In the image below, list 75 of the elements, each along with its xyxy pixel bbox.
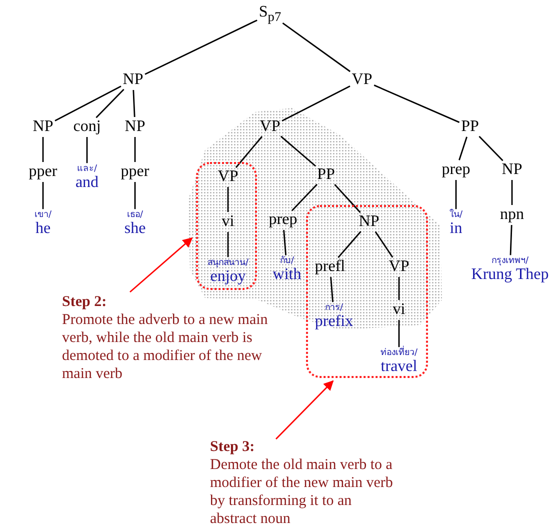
english-gloss: with (272, 266, 302, 283)
tree-branch (282, 85, 350, 122)
tree-branch (458, 136, 468, 160)
tree-branch (132, 90, 136, 118)
tree-branch (330, 276, 334, 302)
tree-branch (227, 187, 229, 212)
tree-branch (54, 86, 122, 122)
thai-word: และ/ (76, 165, 98, 175)
english-gloss: she (124, 220, 146, 237)
category-label: NP (122, 72, 144, 88)
tree-branch (86, 137, 88, 164)
thai-word: กรุงเทพฯ/ (490, 257, 530, 267)
thai-word: สนุกสนาน/ (207, 259, 249, 269)
tree-branch (134, 182, 136, 210)
tree-branch (292, 184, 318, 212)
tree-branch (511, 180, 513, 205)
step-description: Demote the old main verb to a modifier of the new main verb by transforming it to an abstract noun (210, 456, 394, 527)
category-label: conj (73, 119, 101, 135)
category-label: vi (392, 302, 406, 318)
english-gloss: he (34, 220, 52, 237)
tree-branch (227, 232, 229, 258)
category-label: NP (358, 214, 380, 230)
tree-branch (334, 184, 361, 213)
category-label: pper (28, 164, 58, 180)
category-label: VP (218, 169, 238, 185)
category-label: NP (124, 119, 146, 135)
tree-branch (478, 136, 504, 162)
tree-branch (144, 20, 258, 75)
step-heading: Step 3: (210, 438, 256, 456)
category-label: prep (442, 162, 470, 178)
step-heading: Step 2: (62, 293, 108, 311)
tree-branch (398, 320, 400, 348)
category-label: VP (260, 119, 280, 135)
highlight-box (306, 205, 428, 378)
category-label: NP (502, 162, 522, 178)
category-label: vi (222, 214, 234, 230)
tree-branch (374, 84, 460, 123)
tree-branch (510, 224, 512, 256)
category-label: prep (268, 212, 298, 228)
tree-branch (42, 182, 44, 210)
english-gloss: in (449, 220, 463, 237)
thai-word: กับ/ (278, 257, 296, 267)
english-gloss: and (75, 174, 99, 191)
step-description: Promote the adverb to a new main verb, while the old main verb is demoted to a modifier of the new main verb (62, 311, 269, 383)
arrow (130, 237, 193, 293)
thai-word: การ/ (324, 304, 344, 314)
tree-branch (374, 231, 394, 258)
category-label: VP (352, 72, 372, 88)
arrow (276, 380, 334, 440)
tree-branch (134, 137, 136, 162)
category-label: pper (120, 164, 150, 180)
tree-branch (338, 231, 362, 258)
english-gloss: Krung Thep (471, 266, 549, 283)
category-label: npn (500, 207, 524, 223)
category-label: prefl (314, 259, 346, 275)
thai-word: ใน/ (449, 211, 463, 221)
tree-branch (280, 136, 316, 167)
highlight-box (196, 162, 257, 290)
tree-branch (235, 136, 263, 168)
tree-branch (455, 180, 457, 210)
category-label: PP (461, 119, 479, 135)
tree-branch (96, 88, 124, 118)
thai-word: เธอ/ (126, 211, 144, 221)
tree-branch (398, 277, 400, 300)
english-gloss: prefix (314, 314, 354, 330)
english-gloss: enjoy (209, 268, 247, 285)
english-gloss: travel (380, 358, 418, 375)
category-label: NP (32, 119, 54, 135)
tree-branch (42, 137, 44, 162)
category-label: PP (317, 167, 335, 183)
tree-branch (283, 230, 286, 256)
category-label: VP (388, 259, 410, 275)
thai-word: เขา/ (34, 211, 52, 221)
tree-branch (282, 22, 350, 72)
category-label: S$_{p7}$ (258, 4, 282, 24)
